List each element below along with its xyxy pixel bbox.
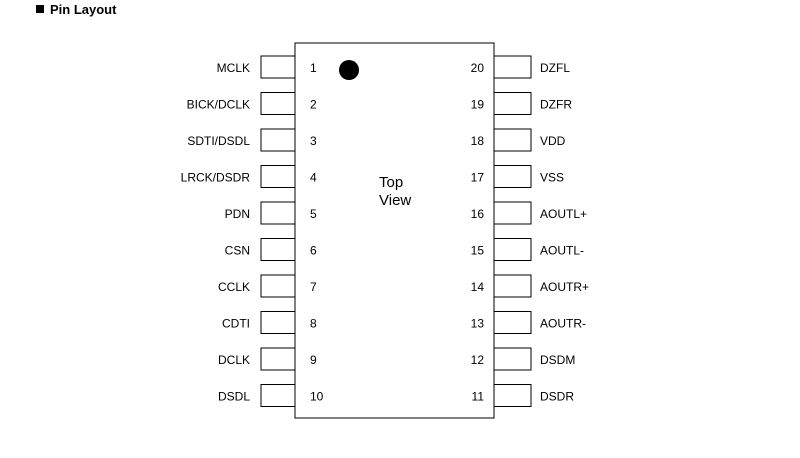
pin-14-number: 14 bbox=[471, 280, 485, 294]
pin-20-lead bbox=[493, 55, 532, 79]
top-view-label-line2: View bbox=[379, 192, 411, 209]
pin-10-number: 10 bbox=[310, 390, 324, 404]
pin-9-number: 9 bbox=[310, 353, 317, 367]
pin-17-name: VSS bbox=[540, 171, 564, 185]
pin-10-name: DSDL bbox=[218, 390, 250, 404]
pin-7-number: 7 bbox=[310, 280, 317, 294]
pin-3-name: SDTI/DSDL bbox=[187, 134, 250, 148]
pin-8-number: 8 bbox=[310, 317, 317, 331]
pin-16-number: 16 bbox=[471, 207, 485, 221]
section-heading: Pin Layout bbox=[36, 2, 116, 17]
pin-3-number: 3 bbox=[310, 134, 317, 148]
pin-16-lead bbox=[493, 201, 532, 225]
pin-12-lead bbox=[493, 347, 532, 371]
pin-10-lead bbox=[260, 384, 296, 407]
pin-2-name: BICK/DCLK bbox=[187, 98, 250, 112]
pin-1-lead bbox=[260, 55, 296, 79]
pin-4-number: 4 bbox=[310, 171, 317, 185]
pin-4-lead bbox=[260, 165, 296, 188]
pin-13-number: 13 bbox=[471, 317, 485, 331]
pin-19-lead bbox=[493, 92, 532, 115]
top-view-label-line1: Top bbox=[379, 174, 403, 191]
pin-4-name: LRCK/DSDR bbox=[181, 171, 251, 185]
pin-3-lead bbox=[260, 128, 296, 152]
pin-8-lead bbox=[260, 311, 296, 334]
pin-15-lead bbox=[493, 238, 532, 261]
pin-9-lead bbox=[260, 347, 296, 371]
pin-2-number: 2 bbox=[310, 98, 317, 112]
pin-1-number: 1 bbox=[310, 61, 317, 75]
pin-11-lead bbox=[493, 384, 532, 407]
pin-5-lead bbox=[260, 201, 296, 225]
pin-15-name: AOUTL- bbox=[540, 244, 584, 258]
black-square-icon bbox=[36, 5, 44, 13]
pin-5-number: 5 bbox=[310, 207, 317, 221]
pin-17-lead bbox=[493, 165, 532, 188]
pin-1-name: MCLK bbox=[217, 61, 250, 75]
heading-title: Pin Layout bbox=[50, 2, 117, 17]
pin-1-dot-icon bbox=[339, 60, 359, 80]
pin-18-number: 18 bbox=[471, 134, 485, 148]
pin-6-number: 6 bbox=[310, 244, 317, 258]
pin-13-lead bbox=[493, 311, 532, 334]
pin-11-number: 11 bbox=[472, 390, 485, 404]
pin-18-name: VDD bbox=[540, 134, 566, 148]
pin-14-name: AOUTR+ bbox=[540, 280, 589, 294]
pin-20-name: DZFL bbox=[540, 61, 570, 75]
pin-2-lead bbox=[260, 92, 296, 115]
pin-16-name: AOUTL+ bbox=[540, 207, 587, 221]
pin-8-name: CDTI bbox=[222, 317, 250, 331]
pin-13-name: AOUTR- bbox=[540, 317, 586, 331]
pin-5-name: PDN bbox=[225, 207, 250, 221]
pin-12-name: DSDM bbox=[540, 353, 575, 367]
pin-19-name: DZFR bbox=[540, 98, 572, 112]
pin-7-lead bbox=[260, 274, 296, 298]
pin-18-lead bbox=[493, 128, 532, 152]
pin-20-number: 20 bbox=[471, 61, 485, 75]
pin-6-lead bbox=[260, 238, 296, 261]
pin-11-name: DSDR bbox=[540, 390, 574, 404]
pin-14-lead bbox=[493, 274, 532, 298]
pin-7-name: CCLK bbox=[218, 280, 250, 294]
pin-6-name: CSN bbox=[225, 244, 250, 258]
pin-17-number: 17 bbox=[471, 171, 485, 185]
chip-body bbox=[294, 42, 495, 419]
pin-9-name: DCLK bbox=[218, 353, 250, 367]
pin-19-number: 19 bbox=[471, 98, 485, 112]
pin-12-number: 12 bbox=[471, 353, 485, 367]
pin-15-number: 15 bbox=[471, 244, 485, 258]
